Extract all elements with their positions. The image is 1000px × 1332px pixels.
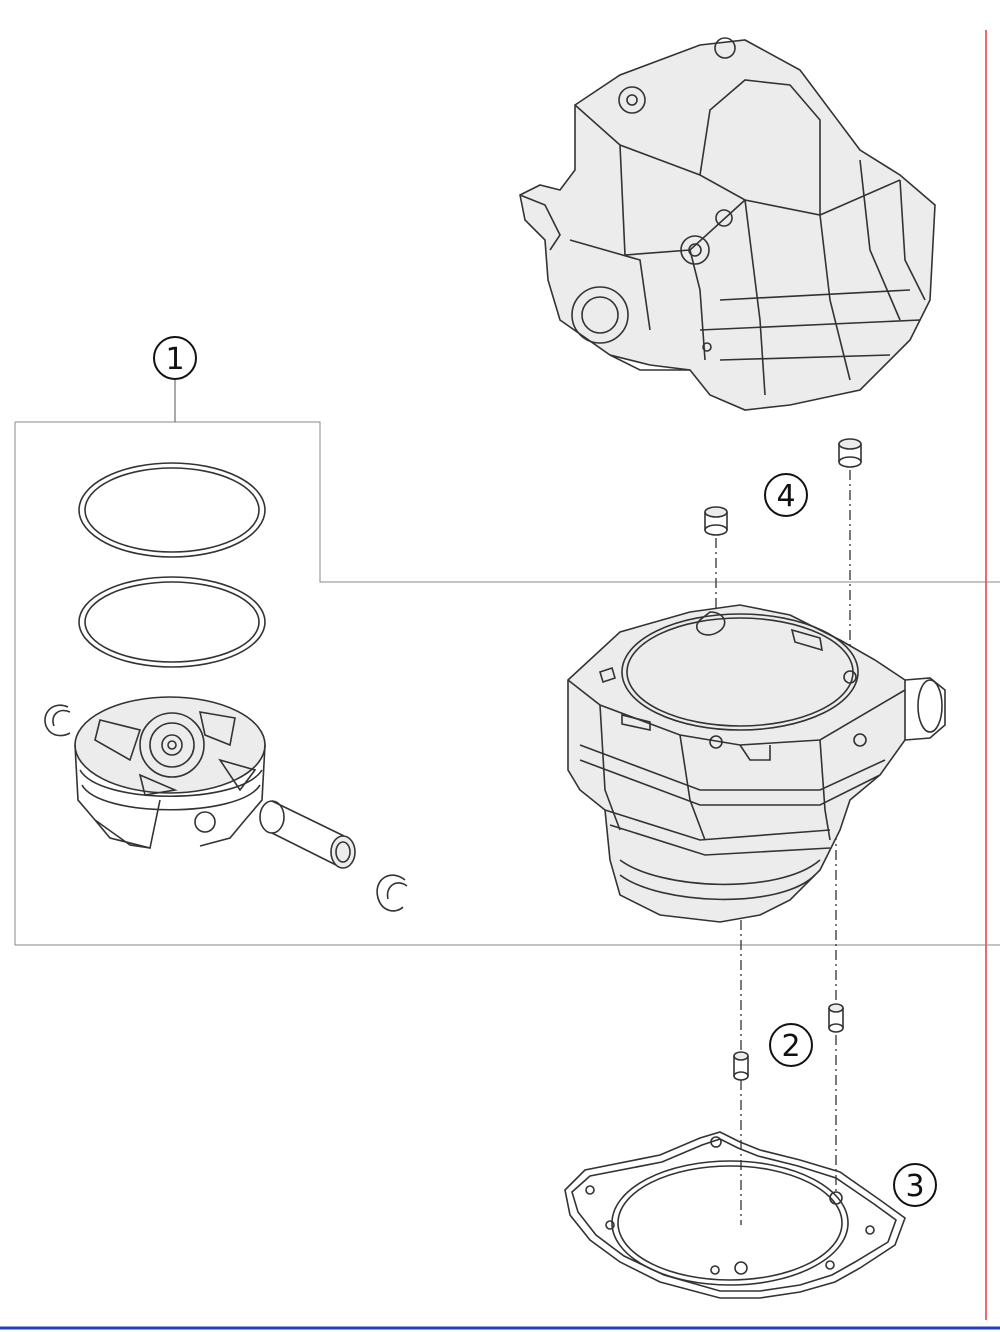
circlip-right (376, 874, 408, 912)
circlip-left (44, 704, 71, 737)
dowel-pin-lower-left (733, 1051, 749, 1081)
dowel-pin-lower-right (828, 1003, 844, 1033)
callout-1: 1 (153, 336, 197, 380)
callout-4-label: 4 (776, 479, 795, 514)
callout-2-label: 2 (781, 1029, 800, 1064)
callout-4: 4 (764, 473, 808, 517)
callout-3-label: 3 (905, 1169, 924, 1204)
dowel-pin-top-left (704, 506, 728, 536)
piston-pin (259, 800, 356, 869)
piston-kit-group-frame (14, 421, 1000, 946)
piston-ring-second (78, 576, 266, 668)
cylinder (567, 604, 946, 923)
piston-ring-top (78, 462, 266, 558)
callout-2: 2 (769, 1023, 813, 1067)
dowel-pin-top-right (838, 438, 862, 468)
cylinder-head (519, 37, 936, 411)
callout-1-label: 1 (165, 342, 184, 377)
piston (74, 696, 266, 849)
callout-3: 3 (893, 1163, 937, 1207)
cylinder-base-gasket (564, 1131, 906, 1299)
